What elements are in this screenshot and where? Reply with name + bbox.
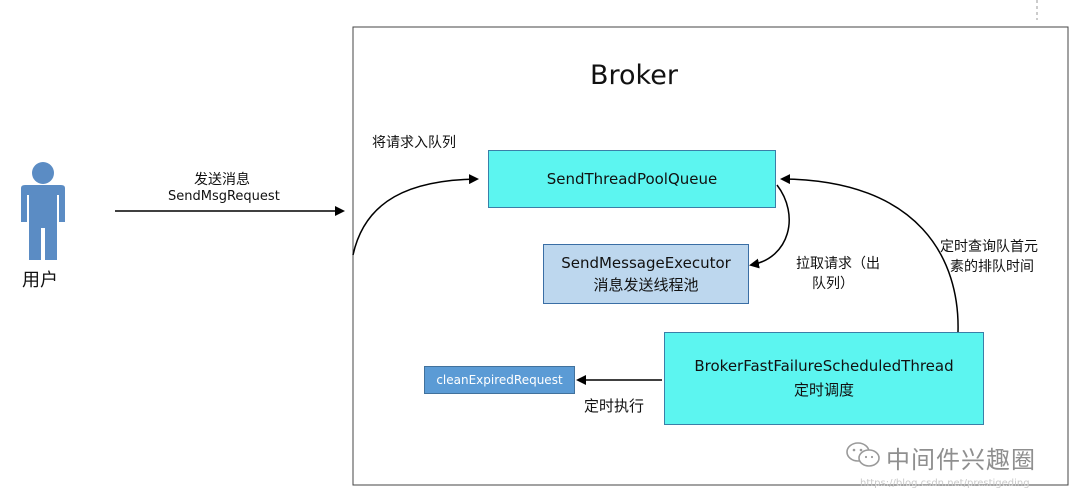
clean-label: cleanExpiredRequest <box>436 373 563 387</box>
scheduler-label-en: BrokerFastFailureScheduledThread <box>694 357 954 375</box>
broker-frame <box>352 26 1069 486</box>
queue-label: SendThreadPoolQueue <box>546 170 718 188</box>
periodic-check-label-1: 定时查询队首元 <box>940 239 1038 255</box>
periodic-check-arrow <box>780 174 959 333</box>
broker-fast-failure-scheduled-thread: BrokerFastFailureScheduledThread 定时调度 <box>664 332 984 425</box>
timed-exec-label: 定时执行 <box>584 397 645 415</box>
user-icon <box>17 160 69 262</box>
executor-label-en: SendMessageExecutor <box>561 253 731 272</box>
enqueue-label: 将请求入队列 <box>372 135 456 151</box>
broker-title: Broker <box>590 60 678 91</box>
watermark-url: https://blog.csdn.net/prestigeding <box>860 478 1030 489</box>
pull-arrow <box>749 184 790 269</box>
send-message-executor: SendMessageExecutor 消息发送线程池 <box>543 244 749 304</box>
user-label: 用户 <box>22 270 58 291</box>
executor-label-cn: 消息发送线程池 <box>593 275 699 294</box>
wechat-icon <box>845 440 881 470</box>
watermark-brand: 中间件兴趣圈 <box>886 446 1036 474</box>
send-label-en: SendMsgRequest <box>168 189 280 204</box>
clean-expired-request: cleanExpiredRequest <box>424 366 575 394</box>
periodic-check-label-2: 素的排队时间 <box>950 259 1034 275</box>
pull-label-2: 队列） <box>812 276 854 292</box>
pull-label-1: 拉取请求（出 <box>796 256 880 272</box>
send-label-cn: 发送消息 <box>194 172 250 188</box>
scheduler-label-cn: 定时调度 <box>793 381 854 399</box>
enqueue-arrow <box>352 174 479 256</box>
send-thread-pool-queue: SendThreadPoolQueue <box>488 150 776 208</box>
